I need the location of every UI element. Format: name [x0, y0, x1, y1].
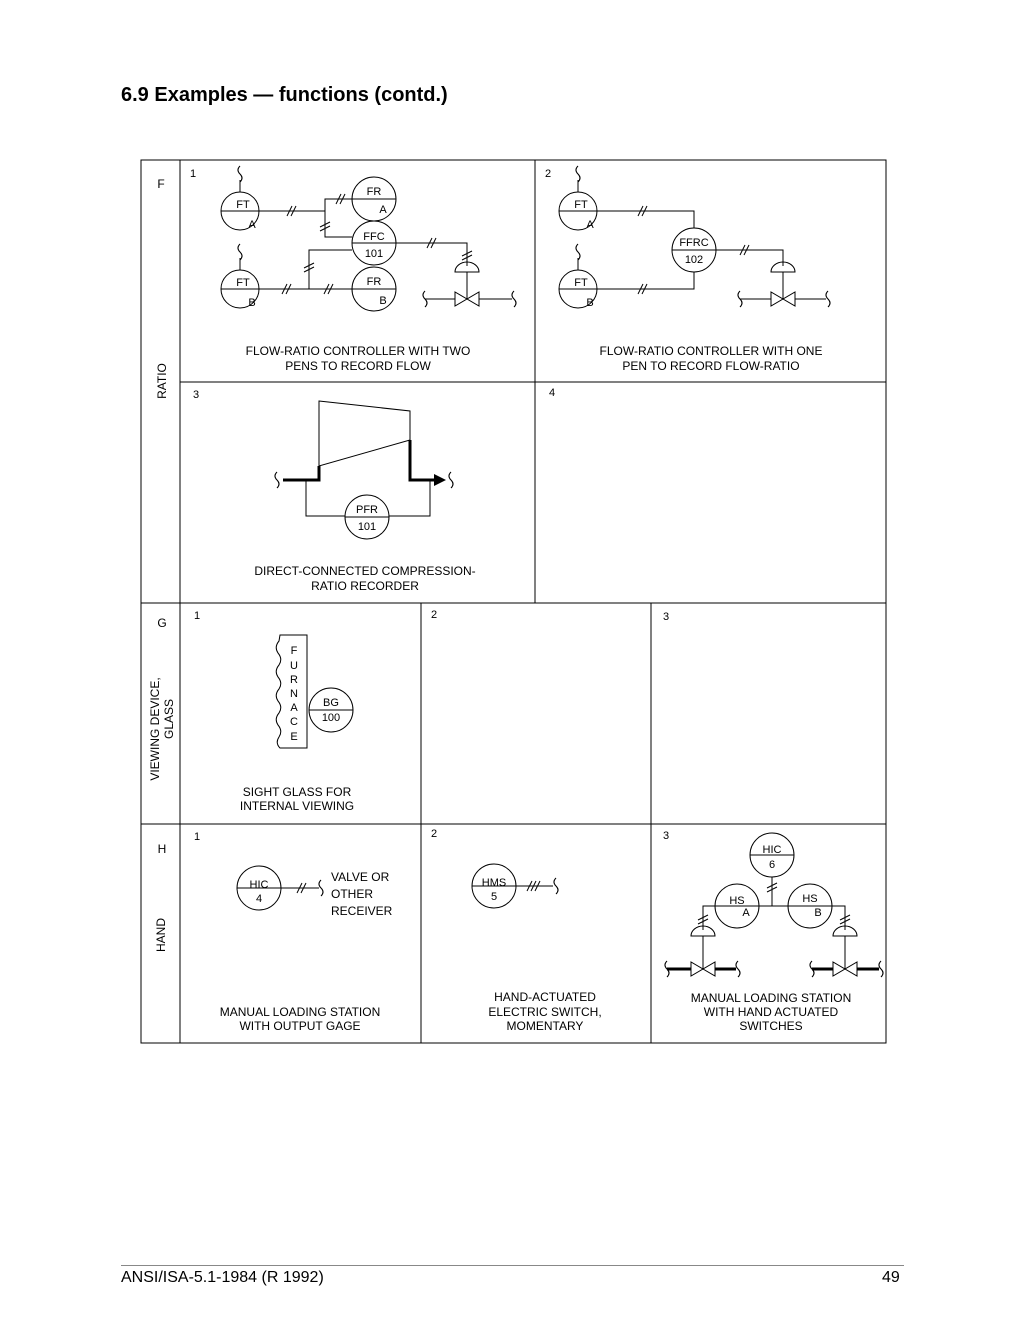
row-name-hand: HAND	[154, 918, 168, 952]
caption-line-2: WITH HAND ACTUATED	[704, 1005, 839, 1019]
loop-hic: 4	[256, 893, 262, 905]
cell-g1: 1 F U R N A C E BG 100 SIGHT GLASS FOR I…	[194, 610, 354, 813]
tag-ffc: FFC	[363, 231, 384, 243]
tag-fr-b: FR	[367, 276, 382, 288]
furnace-letter: R	[290, 674, 298, 686]
tag-hic: HIC	[250, 879, 269, 891]
caption-line-1: FLOW-RATIO CONTROLLER WITH ONE	[600, 344, 823, 358]
cell-number: 1	[190, 168, 196, 180]
caption-line-1: FLOW-RATIO CONTROLLER WITH TWO	[246, 344, 471, 358]
footer-page-number: 49	[882, 1269, 900, 1286]
furnace-wall	[275, 634, 308, 749]
cell-f2: 2 FT A FT B	[545, 165, 831, 373]
cell-number: 1	[194, 831, 200, 843]
cell-number: 1	[194, 610, 200, 622]
furnace-letter: F	[291, 645, 298, 657]
loop-ffrc: 102	[685, 254, 703, 266]
caption-line-2: INTERNAL VIEWING	[240, 799, 354, 813]
cell-h1: 1 HIC 4 VALVE OR OTHER RECEIVER MANUAL L…	[194, 831, 393, 1033]
caption-line-1: MANUAL LOADING STATION	[691, 991, 851, 1005]
caption-line-2: WITH OUTPUT GAGE	[239, 1019, 360, 1033]
caption-line-2: ELECTRIC SWITCH,	[488, 1005, 601, 1019]
furnace-letter: A	[290, 702, 298, 714]
table-grid	[140, 159, 887, 1044]
caption-line-1: DIRECT-CONNECTED COMPRESSION-	[254, 564, 475, 578]
tag-ft-b: FT	[236, 277, 250, 289]
row-letter-g: G	[157, 616, 166, 630]
loop-fr-b: B	[379, 295, 386, 307]
caption-line-2: PEN TO RECORD FLOW-RATIO	[622, 359, 799, 373]
tag-bg: BG	[323, 697, 339, 709]
cell-f1: 1	[190, 165, 517, 373]
loop-ft-a: A	[586, 219, 594, 231]
caption-line-1: HAND-ACTUATED	[494, 990, 596, 1004]
tag-hic: HIC	[763, 844, 782, 856]
receiver-label-3: RECEIVER	[331, 904, 393, 918]
row-name-viewing-device: VIEWING DEVICE,	[148, 677, 162, 780]
loop-ft-b: B	[248, 297, 255, 309]
cell-g2-number: 2	[431, 609, 437, 621]
cell-number: 2	[545, 168, 551, 180]
row-letter-h: H	[158, 842, 167, 856]
cell-f3: 3 PFR 101 DIRECT-CONNECTED COMPRESSION- …	[193, 389, 476, 593]
furnace-letter: C	[290, 716, 298, 728]
furnace-letter: E	[290, 731, 297, 743]
tag-ft-a: FT	[236, 199, 250, 211]
footer-rule	[121, 1265, 904, 1266]
tag-ft-a: FT	[574, 199, 588, 211]
caption-line-2: RATIO RECORDER	[311, 579, 419, 593]
caption-line-2: PENS TO RECORD FLOW	[285, 359, 431, 373]
loop-ft-b: B	[586, 297, 593, 309]
compressor-symbol	[318, 400, 411, 467]
loop-fr-a: A	[379, 204, 387, 216]
caption-line-3: SWITCHES	[739, 1019, 802, 1033]
loop-bg: 100	[322, 712, 340, 724]
receiver-label-2: OTHER	[331, 887, 373, 901]
furnace-letter: N	[290, 688, 298, 700]
cell-g3-number: 3	[663, 611, 669, 623]
caption-line-3: MOMENTARY	[507, 1019, 584, 1033]
cell-number: 3	[663, 830, 669, 842]
row-letter-f: F	[157, 177, 164, 191]
caption-line-1: MANUAL LOADING STATION	[220, 1005, 380, 1019]
receiver-label-1: VALVE OR	[331, 870, 390, 884]
cell-h3: 3	[663, 830, 884, 1033]
caption-line-1: SIGHT GLASS FOR	[243, 785, 352, 799]
cell-h2: 2 HMS 5 HAND-ACTUATED ELECTRIC SWITCH, M…	[431, 828, 602, 1033]
loop-hic: 6	[769, 859, 775, 871]
cell-f4-number: 4	[549, 387, 555, 399]
loop-ft-a: A	[248, 219, 256, 231]
page-title: 6.9 Examples — functions (contd.)	[121, 84, 448, 106]
tag-hs-b: HS	[802, 893, 817, 905]
tag-ffrc: FFRC	[679, 237, 708, 249]
footer-standard-label: ANSI/ISA-5.1-1984 (R 1992)	[121, 1269, 324, 1286]
tag-hms: HMS	[482, 877, 506, 889]
furnace-letter: U	[290, 660, 298, 672]
loop-ffc: 101	[365, 248, 383, 260]
cell-number: 2	[431, 828, 437, 840]
row-name-glass: GLASS	[162, 699, 176, 739]
loop-hms: 5	[491, 891, 497, 903]
loop-pfr: 101	[358, 521, 376, 533]
row-name-ratio: RATIO	[155, 363, 169, 399]
tag-fr-a: FR	[367, 186, 382, 198]
tag-pfr: PFR	[356, 504, 378, 516]
cell-number: 3	[193, 389, 199, 401]
tag-hs-a: HS	[729, 895, 744, 907]
loop-hs-a: A	[742, 907, 750, 919]
tag-ft-b: FT	[574, 277, 588, 289]
loop-hs-b: B	[814, 907, 821, 919]
